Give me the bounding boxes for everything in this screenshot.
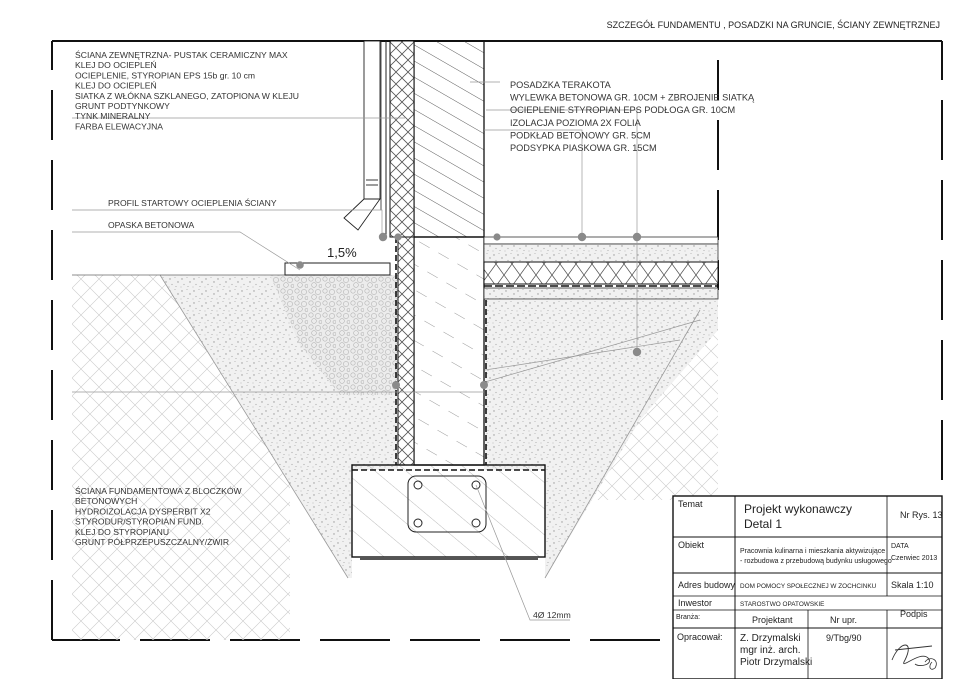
wall-layer-label-1: ŚCIANA ZEWNĘTRZNA- PUSTAK CERAMICZNY MAX (75, 49, 288, 60)
tb-obiekt-value2: - rozbudowa z przebudową budynku usługow… (740, 558, 892, 565)
footing (351, 464, 546, 558)
foundation-layer-label-1: ŚCIANA FUNDAMENTOWA Z BLOCZKÓW (75, 485, 243, 496)
ceramic-wall (413, 40, 485, 238)
tb-opracowal-value2: mgr inż. arch. (740, 645, 801, 656)
foundation-layer-label-5: KLEJ DO STYROPIANU (75, 527, 169, 537)
sheet-title: SZCZEGÓŁ FUNDAMENTU , POSADZKI NA GRUNCI… (607, 19, 940, 30)
wall-layer-label-6: GRUNT PODTYNKOWY (75, 101, 170, 111)
floor-layer-label-5: PODKŁAD BETONOWY GR. 5CM (510, 130, 651, 140)
concrete-apron (284, 262, 391, 276)
tb-inwestor-value: STAROSTWO OPATOWSKIE (740, 601, 824, 608)
wall-layer-label-5: SIATKA Z WŁÓKNA SZKLANEGO, ZATOPIONA W K… (75, 91, 299, 101)
backfill-sand (484, 300, 718, 578)
tb-nr-rys: Nr Rys. 13 (900, 510, 943, 520)
tb-opracowal-value3: Piotr Drzymalski (740, 657, 812, 668)
slope-label: 1,5% (327, 245, 357, 260)
wall-layer-label-3: OCIEPLENIE, STYROPIAN EPS 15b gr. 10 cm (75, 70, 255, 80)
tb-opracowal-label: Opracował: (677, 632, 723, 642)
rebar-label: 4Ø 12mm (533, 610, 571, 620)
floor-layer-label-6: PODSYPKA PIASKOWA GR. 15CM (510, 143, 657, 153)
leader-lines (72, 81, 701, 621)
foundation-layer-label-2: BETONOWYCH (75, 496, 137, 506)
floor-buildup (483, 236, 719, 300)
foundation-layer-label-3: HYDROIZOLACJA DYSPERBIT X2 (75, 506, 211, 516)
foundation-layer-label-6: GRUNT PÓŁPRZEPUSZCZALNY/ŻWIR (75, 537, 229, 547)
tb-nrupr-label: Nr upr. (830, 615, 857, 625)
tb-data-label: DATA (891, 543, 909, 550)
tb-opracowal-nr: 9/Tbg/90 (826, 633, 862, 643)
rebar-cage (407, 475, 487, 533)
tb-temat-label: Temat (678, 499, 703, 509)
tb-projektant-label: Projektant (752, 615, 793, 625)
tb-temat-value1: Projekt wykonawczy (744, 502, 852, 516)
tb-adres-label: Adres budowy (678, 580, 736, 590)
floor-layer-label-2: WYLEWKA BETONOWA GR. 10CM + ZBROJENIE SI… (510, 93, 755, 103)
wall-layer-labels: ŚCIANA ZEWNĘTRZNA- PUSTAK CERAMICZNY MAX… (75, 49, 299, 131)
tb-adres-value: DOM POMOCY SPOŁECZNEJ W ZOCHCINKU (740, 583, 877, 590)
wall-insulation (389, 40, 415, 238)
floor-layer-label-3: OCIEPLENIE STYROPIAN EPS PODŁOGA GR. 10C… (510, 105, 735, 115)
foundation-wall (413, 236, 485, 466)
floor-layer-label-4: IZOLACJA POZIOMA 2X FOLIA (510, 118, 642, 128)
tb-inwestor-label: Inwestor (678, 598, 712, 608)
wall-layer-label-4: KLEJ DO OCIEPLEŃ (75, 81, 157, 91)
tb-temat-value2: Detal 1 (744, 517, 782, 531)
tb-branza-label: Branża: (676, 614, 700, 621)
leader-markers (296, 232, 642, 389)
apron-label: OPASKA BETONOWA (108, 220, 195, 230)
foundation-layer-label-4: STYRODUR/STYROPIAN FUND. (75, 517, 204, 527)
tb-data-value: Czerwiec 2013 (891, 555, 937, 562)
tb-podpis-label: Podpis (900, 609, 928, 619)
tb-skala: Skala 1:10 (891, 580, 934, 590)
tb-obiekt-label: Obiekt (678, 540, 705, 550)
foundation-insulation (397, 236, 415, 466)
tb-opracowal-value1: Z. Drzymalski (740, 633, 801, 644)
title-block-text: Temat Projekt wykonawczy Detal 1 Nr Rys.… (676, 499, 943, 668)
title-block (672, 495, 943, 680)
floor-layer-labels: POSADZKA TERAKOTA WYLEWKA BETONOWA GR. 10… (510, 80, 755, 153)
floor-layer-label-1: POSADZKA TERAKOTA (510, 80, 612, 90)
wall-layer-label-7: TYNK MINERALNY (75, 111, 151, 121)
profile-label: PROFIL STARTOWY OCIEPLENIA ŚCIANY (108, 197, 277, 208)
downpipe (343, 40, 381, 231)
tb-obiekt-value1: Pracownia kulinarna i mieszkania aktywiz… (740, 548, 885, 555)
foundation-layer-labels: ŚCIANA FUNDAMENTOWA Z BLOCZKÓWBETONOWYCH… (75, 485, 243, 547)
drainage-stones (270, 275, 398, 395)
wall-layer-label-8: FARBA ELEWACYJNA (75, 121, 163, 131)
wall-layer-label-2: KLEJ DO OCIEPLEŃ (75, 60, 157, 70)
